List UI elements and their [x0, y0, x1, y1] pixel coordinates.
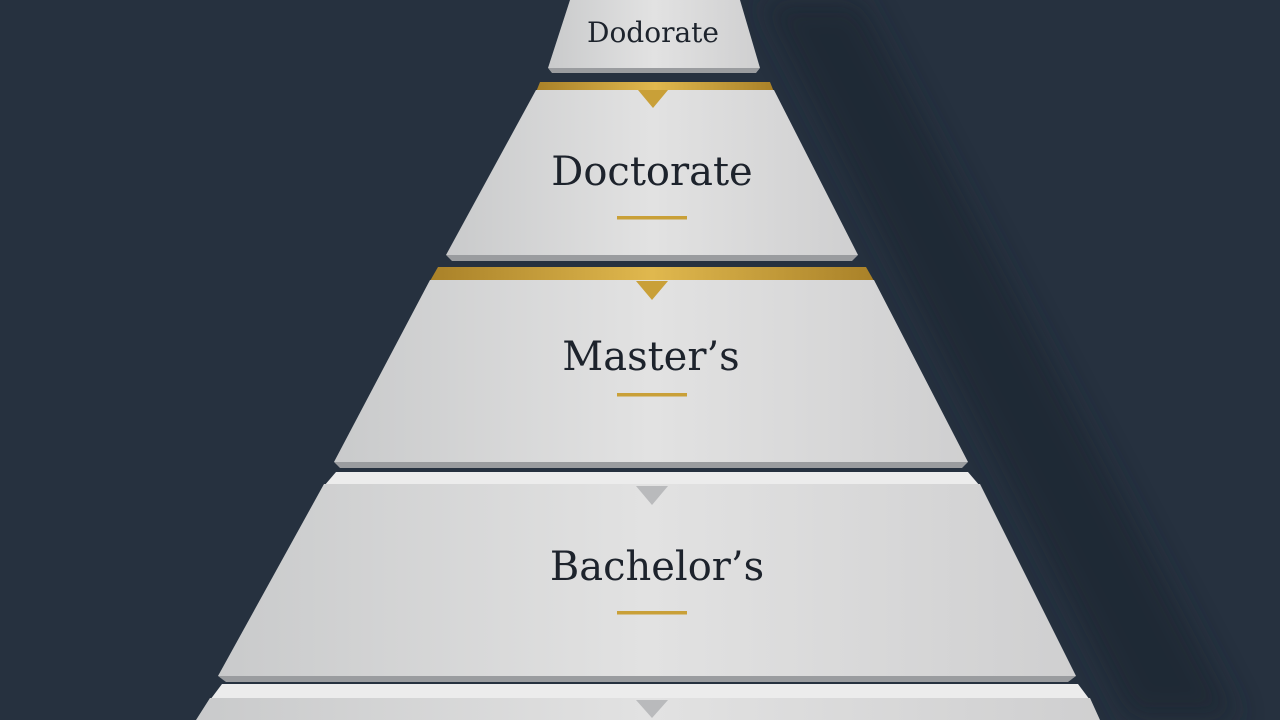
- tier-2-notch-marker: [638, 90, 668, 108]
- tier-1-face: [548, 0, 760, 68]
- tier-4-label: Bachelor’s: [550, 544, 764, 590]
- tier-5-notch-marker: [636, 700, 668, 718]
- tier-5-top-rim: [210, 684, 1090, 700]
- tier-4: Bachelor’s: [218, 472, 1076, 682]
- tier-3-underline: [617, 393, 687, 397]
- tier-2-label: Doctorate: [551, 149, 752, 195]
- tier-2: Doctorate: [446, 82, 858, 261]
- tier-2-underline: [617, 216, 687, 220]
- tier-4-bottom-edge: [218, 676, 1076, 682]
- tier-3-face: [334, 280, 968, 462]
- tier-3-bottom-edge: [334, 462, 968, 468]
- tier-2-face: [446, 90, 858, 255]
- tier-4-face: [218, 484, 1076, 676]
- tier-1: Dodorate: [548, 0, 760, 73]
- tier-4-notch-marker: [636, 486, 668, 505]
- pyramid-shadow: [760, 0, 1240, 720]
- tier-4-underline: [617, 611, 687, 615]
- tier-3-notch-marker: [636, 281, 668, 300]
- tier-2-gold-rim: [536, 82, 774, 92]
- tier-5: [196, 684, 1100, 720]
- tier-3-label: Master’s: [562, 334, 739, 380]
- tier-4-top-rim: [324, 472, 980, 486]
- tier-1-bottom-edge: [548, 68, 760, 73]
- tier-3-gold-rim: [430, 267, 874, 281]
- tier-2-bottom-edge: [446, 255, 858, 261]
- tier-1-label: Dodorate: [587, 16, 719, 49]
- tier-3: Master’s: [334, 267, 968, 468]
